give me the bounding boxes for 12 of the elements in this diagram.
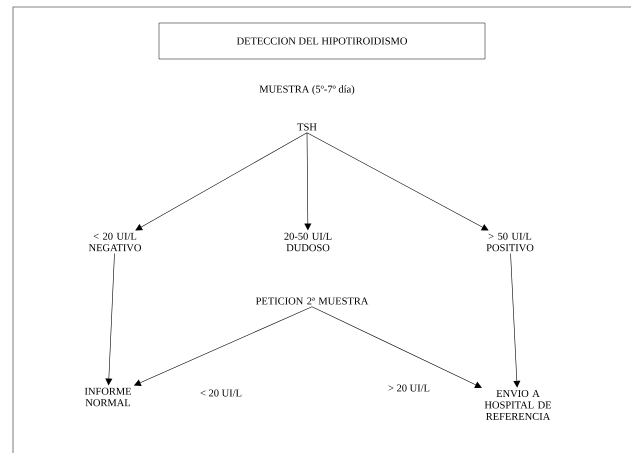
node-text: TSH [297, 123, 317, 131]
node-text: < 20 UI/L NEGATIVO [88, 232, 142, 252]
arrow [135, 132, 308, 230]
sample-label: MUESTRA (5º-7º día) [260, 85, 354, 95]
node-text: 20-50 UI/L DUDOSO [284, 232, 332, 252]
title-box: DETECCION DEL HIPOTIROIDISMO [158, 22, 486, 60]
edge-label: > 20 UI/L [387, 383, 431, 393]
node-text: > 50 UI/L POSITIVO [486, 232, 534, 252]
node-text: PETICION 2ª MUESTRA [256, 297, 368, 305]
node-text: INFORME NORMAL [84, 388, 131, 406]
edge-label: < 20 UI/L [199, 388, 243, 398]
node-text: ENVIO A HOSPITAL DE REFERENCIA [484, 390, 552, 420]
